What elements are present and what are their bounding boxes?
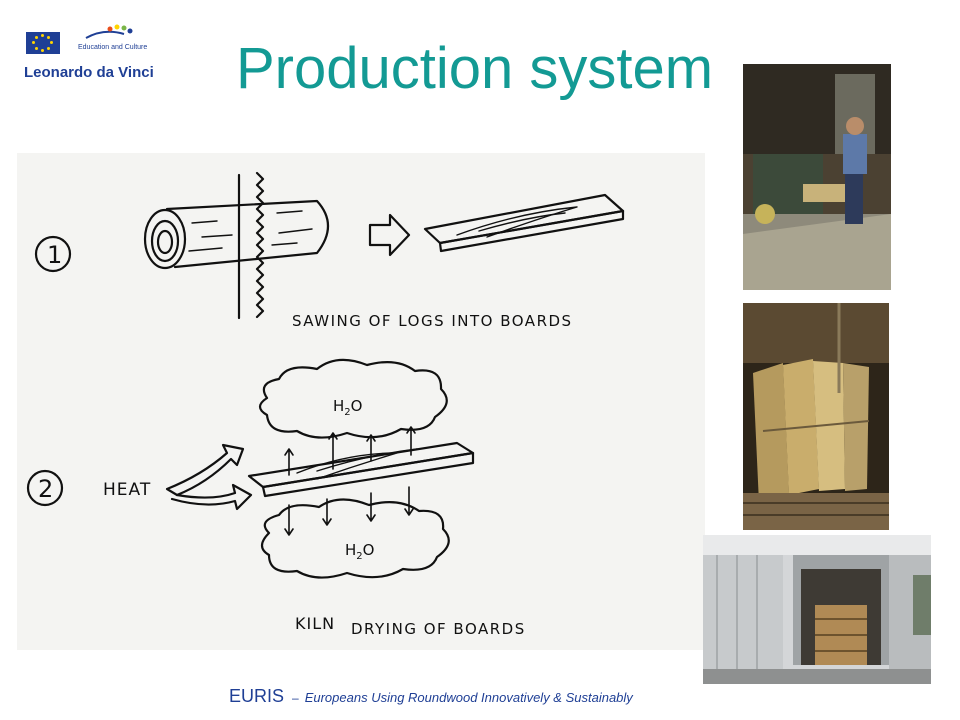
step2-caption-drying: DRYING OF BOARDS [351, 620, 526, 638]
upper-cloud [258, 358, 448, 439]
sketch-drawing: 1 SAWING OF LOGS INTO BOARDS 2 HEAT H2O … [26, 171, 625, 638]
step2-caption-kiln: KILN [295, 614, 335, 633]
step2-circle [26, 469, 64, 507]
footer: EURIS–Europeans Using Roundwood Innovati… [229, 686, 633, 707]
sawmill-photo [743, 64, 891, 290]
step1-number: 1 [47, 241, 62, 269]
step1-caption: SAWING OF LOGS INTO BOARDS [292, 312, 573, 330]
heated-board-side [261, 451, 475, 498]
saw-teeth [255, 171, 265, 319]
page-title: Production system [236, 36, 714, 101]
lower-water-label: H2O [345, 541, 374, 562]
kiln-building-photo [703, 535, 931, 684]
footer-tagline: Europeans Using Roundwood Innovatively &… [304, 690, 633, 705]
education-culture-icon [85, 24, 133, 39]
arrow-right [368, 213, 411, 257]
log-body [165, 199, 330, 269]
step1-circle [34, 235, 72, 273]
board-side [438, 209, 625, 253]
leonardo-da-vinci-label: Leonardo da Vinci [24, 64, 154, 81]
heat-label: HEAT [103, 480, 151, 500]
heat-arrow-down [170, 483, 253, 511]
eu-flag-icon [26, 32, 60, 54]
footer-brand: EURIS [229, 686, 285, 706]
log-end [143, 208, 187, 270]
leonardo-logo: Education and Culture Leonardo da Vinci [22, 24, 172, 86]
heat-arrow-up [165, 443, 245, 497]
step2-number: 2 [38, 475, 53, 503]
process-sketch: 1 SAWING OF LOGS INTO BOARDS 2 HEAT H2O … [17, 153, 705, 650]
upper-water-label: H2O [333, 397, 362, 418]
program-name: Education and Culture [78, 44, 148, 51]
stacked-boards-photo [743, 303, 889, 530]
footer-separator: – [292, 691, 299, 705]
lower-cloud [260, 498, 450, 579]
